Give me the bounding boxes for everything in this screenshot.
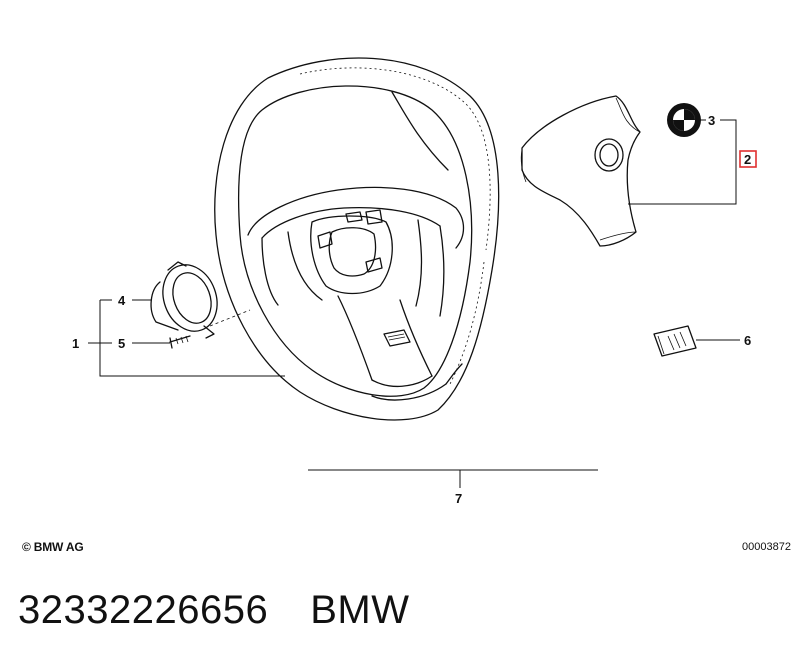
part-caption: 32332226656 BMW: [18, 588, 409, 633]
callout-3: 3: [708, 113, 715, 128]
brand-name: BMW: [310, 588, 410, 632]
hub-adapter: [150, 261, 218, 339]
part-number: 32332226656: [18, 588, 269, 632]
steering-wheel: [209, 57, 500, 421]
m-badge: [653, 325, 697, 357]
callout-2-highlight: [739, 150, 757, 168]
callout-5: 5: [118, 336, 125, 351]
copyright-notice: © BMW AG: [22, 540, 84, 554]
callout-2: 2: [744, 152, 751, 167]
screw: [169, 335, 191, 349]
diagram-id: 00003872: [742, 541, 791, 553]
horn-pad-cover: [520, 95, 641, 247]
callout-4: 4: [118, 293, 126, 308]
leader-lines: [88, 119, 740, 488]
callout-1: 1: [72, 336, 79, 351]
bmw-emblem-icon: [667, 103, 701, 137]
callout-6: 6: [744, 333, 751, 348]
callout-7: 7: [455, 491, 462, 506]
